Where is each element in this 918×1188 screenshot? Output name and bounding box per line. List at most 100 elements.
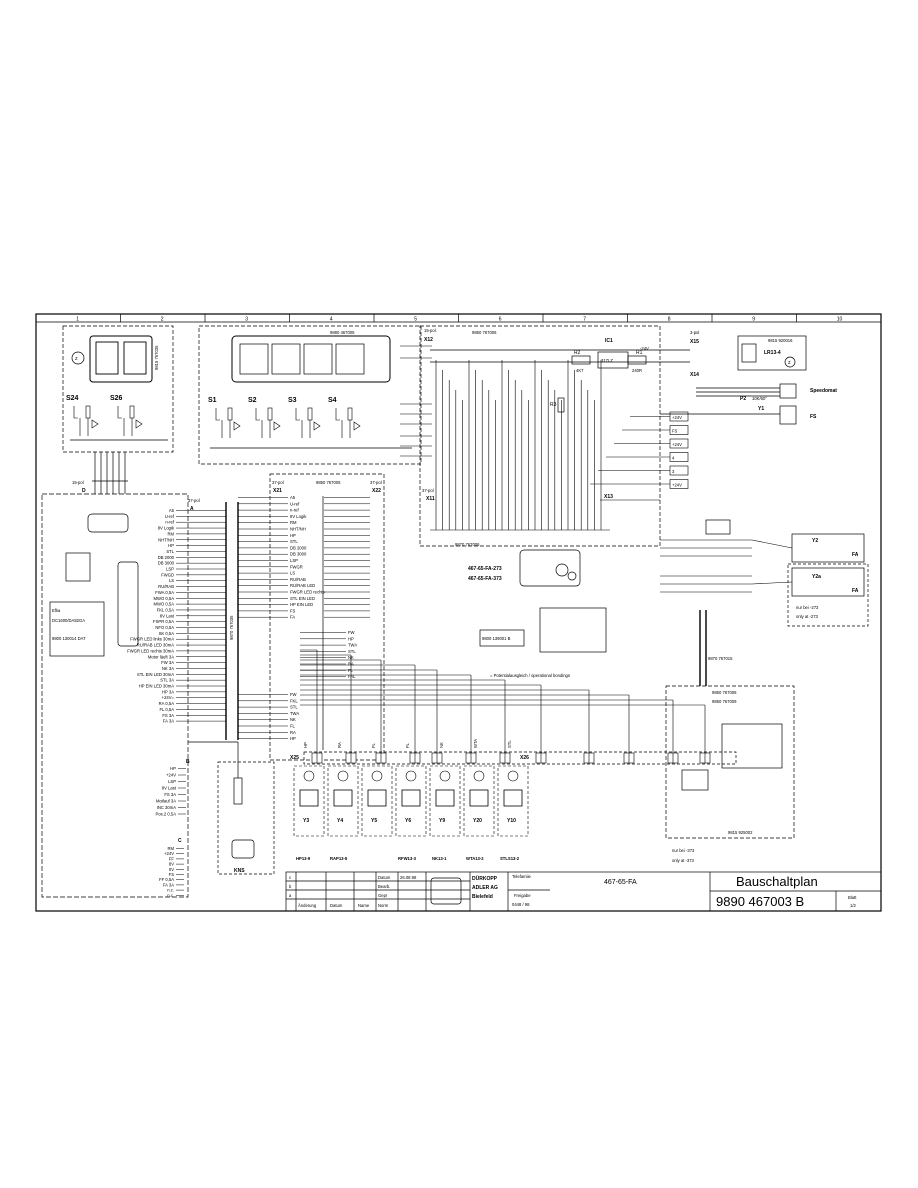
x21-lower-pin-label: NK <box>290 717 296 722</box>
a-pin-label: RM <box>167 531 174 536</box>
b-pin-label: +24V <box>166 773 176 778</box>
x21-lower-pin-label: STL <box>290 705 298 710</box>
z-symbol-left: Z <box>75 356 78 361</box>
a-pin-label: NHT/NH <box>158 537 174 542</box>
a-pin-label: FS 3A <box>162 713 174 718</box>
c-pin-label: +24V <box>164 851 174 856</box>
z-icon <box>405 770 417 782</box>
cable-ref: 9870 767006 <box>455 542 480 547</box>
x21-lower-pin-label: FKL <box>290 698 298 703</box>
a-pin-label: HP EIN LED 30mA <box>139 684 175 689</box>
column-number: 4 <box>330 317 333 323</box>
x25-label: X25 <box>290 755 299 761</box>
fa-label-1: FA <box>852 552 859 558</box>
y2a-wire-link <box>751 581 793 585</box>
x21-pin-label: RU/RAB LED <box>290 583 315 588</box>
x21-pin-label: STL <box>290 539 298 544</box>
valve-icon <box>503 789 523 807</box>
x12-label: X12 <box>424 337 433 343</box>
a-pin-label: DB 3000 <box>158 561 175 566</box>
y1-label: Y1 <box>758 406 764 412</box>
valve-icon <box>401 789 421 807</box>
r1-label: R1 <box>636 350 643 356</box>
x21-pin-label: LS <box>290 571 295 576</box>
switch-box-left <box>62 325 174 453</box>
z-icon <box>473 770 485 782</box>
b-pin-label: LSP <box>168 779 176 784</box>
c-connector-label: C <box>178 838 182 844</box>
a-pin-label: STL <box>166 549 174 554</box>
valve-icon <box>469 789 489 807</box>
valve-box <box>497 765 529 837</box>
a-pin-label: STL EIN LED 30mA <box>137 672 174 677</box>
rev-col-datum: Datum <box>330 903 343 908</box>
column-number: 9 <box>752 317 755 323</box>
switch-s4: S4 <box>328 397 337 404</box>
valve-name: WTA13-2 <box>466 856 484 861</box>
switch-s24: S24 <box>66 395 79 402</box>
z-icon <box>371 770 383 782</box>
valve-signal: STL <box>507 740 512 748</box>
a-pin-label: LS <box>169 578 174 583</box>
x13-output-label: FS <box>672 429 678 434</box>
x21-lower-pin-label: RA <box>290 730 296 735</box>
valve-name: STLS13-2 <box>500 856 520 861</box>
bottom-cable-ref: 9870 767015 <box>708 656 733 661</box>
x13-output-label: +24V <box>672 442 682 447</box>
switch-icon <box>255 408 271 438</box>
a-pin-label: FW 3A <box>161 660 174 665</box>
x21-pin-label: U-ref <box>290 501 300 506</box>
valve-signal: FL <box>405 742 410 748</box>
drawing-number: 9890 467003 B <box>716 894 804 909</box>
x11-label: X11 <box>426 496 435 502</box>
valve-box <box>395 765 427 837</box>
column-number: 8 <box>668 317 671 323</box>
drawing-title: Bauschaltplan <box>736 874 818 889</box>
switch-icon <box>295 408 311 438</box>
a-pin-label: MWO 0,5A <box>154 596 175 601</box>
x22-pin-label: HP <box>348 636 354 641</box>
efka-title: Efka <box>52 608 61 613</box>
x21-pin-label: DB 3000 <box>290 552 307 557</box>
a-pin-label: U-ref <box>165 514 175 519</box>
z-icon <box>337 770 349 782</box>
a-pin-label: 8V Logik <box>158 526 175 531</box>
x21-pin-label: FS <box>290 608 296 613</box>
c-pin-label: 8V <box>169 862 174 867</box>
sheet-label: Blatt <box>848 895 857 900</box>
rev-row-a: a <box>289 893 292 898</box>
a-pin-label: FA 3A <box>163 719 174 724</box>
x22-pol: 37-pol <box>370 480 382 485</box>
valve-id: Y4 <box>337 818 343 824</box>
ref-9800: 9800 139001 B <box>482 636 511 641</box>
x21-lower-pin-label: FW <box>290 692 297 697</box>
a-pin-label: MWO 0,5A <box>154 602 175 607</box>
x13-output-label: +24V <box>672 483 682 488</box>
x21-label: X21 <box>273 488 282 494</box>
a-pin-label: RU/RAB LED 30mA <box>137 643 174 648</box>
column-number: 6 <box>499 317 502 323</box>
bearb-label: Bearb. <box>378 884 390 889</box>
valve-id: Y20 <box>473 818 482 824</box>
valve-id: Y9 <box>439 818 445 824</box>
a-pin-label: NFO 0,5A <box>155 625 174 630</box>
x13-output-label: +24V <box>672 415 682 420</box>
x21-pin-label: DB 2000 <box>290 545 307 550</box>
valve-icon <box>435 789 455 807</box>
freigabe-value: 0448 / 98 <box>512 902 530 907</box>
column-number: 2 <box>161 317 164 323</box>
only-273: only at -273 <box>796 614 819 619</box>
r3-label: R3 <box>550 402 557 408</box>
rev-col-aenderung: Änderung <box>298 903 317 908</box>
valve-signal: HP <box>303 742 308 748</box>
x21-pin-label: FWGR <box>290 564 303 569</box>
a-pin-label: A5 <box>169 508 175 513</box>
ic1-label: IC1 <box>605 338 613 344</box>
valve-id: Y6 <box>405 818 411 824</box>
a-pin-label: NK 3A <box>162 666 174 671</box>
valve-signal: WTA <box>473 739 478 748</box>
company-line-1: DÜRKOPP <box>472 875 498 882</box>
